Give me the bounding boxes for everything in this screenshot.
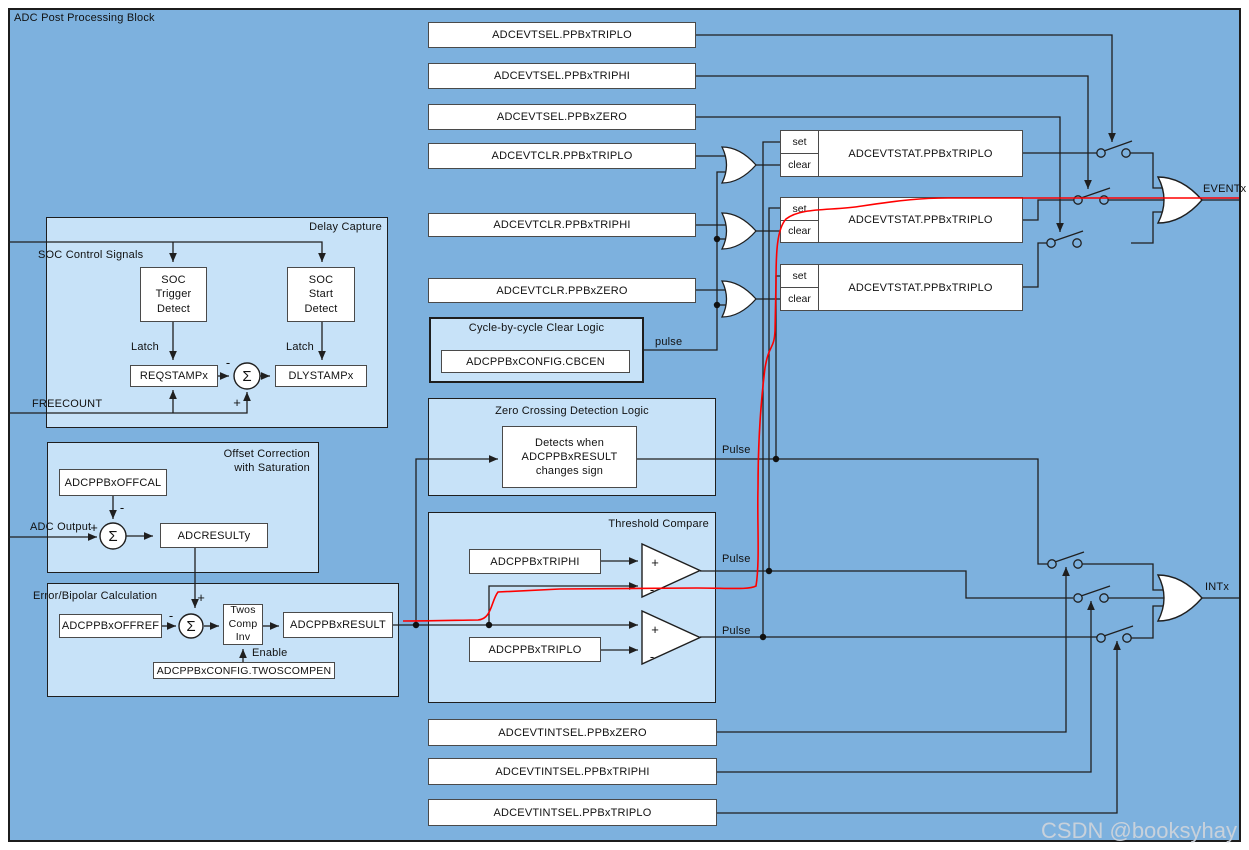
pulse-label: Pulse (722, 553, 751, 565)
latch-label: Latch (131, 341, 159, 353)
adcppbxresult-box: ADCPPBxRESULT (283, 612, 393, 638)
adcevtsel-triplo-box: ADCEVTSEL.PPBxTRIPLO (428, 22, 696, 48)
dlystampx-box: DLYSTAMPx (275, 365, 367, 387)
adcevtclr-triplo-box: ADCEVTCLR.PPBxTRIPLO (428, 143, 696, 169)
offset-correction-block (47, 442, 319, 573)
adc-output-label: ADC Output (30, 521, 92, 533)
adcevtstat-box-2: set clear ADCEVTSTAT.PPBxTRIPLO (780, 197, 1023, 243)
set-label: set (781, 198, 818, 221)
adcevtstat-label: ADCEVTSTAT.PPBxTRIPLO (848, 214, 993, 226)
adcppbxtriplo-box: ADCPPBxTRIPLO (469, 637, 601, 662)
zero-crossing-title: Zero Crossing Detection Logic (495, 405, 649, 417)
adcevtclr-triphi-box: ADCEVTCLR.PPBxTRIPHI (428, 213, 696, 237)
cbc-clear-logic-title: Cycle-by-cycle Clear Logic (468, 322, 605, 334)
set-label: set (781, 131, 818, 154)
adcevtstat-box-3: set clear ADCEVTSTAT.PPBxTRIPLO (780, 264, 1023, 311)
clear-label: clear (788, 159, 811, 171)
adcevtintsel-triphi-box: ADCEVTINTSEL.PPBxTRIPHI (428, 758, 717, 785)
latch-label: Latch (286, 341, 314, 353)
clear-label: clear (788, 293, 811, 305)
soc-trigger-detect-box: SOC Trigger Detect (140, 267, 207, 322)
adcevtintsel-triplo-box: ADCEVTINTSEL.PPBxTRIPLO (428, 799, 717, 826)
set-label: set (781, 265, 818, 288)
adcppbxconfig-cbcen-box: ADCPPBxCONFIG.CBCEN (441, 350, 630, 373)
enable-label: Enable (252, 647, 288, 659)
adcresulty-box: ADCRESULTy (160, 523, 268, 548)
reqstampx-box: REQSTAMPx (130, 365, 218, 387)
twoscompen-box: ADCPPBxCONFIG.TWOSCOMPEN (153, 662, 335, 679)
pulse-label: Pulse (722, 625, 751, 637)
soc-start-detect-box: SOC Start Detect (287, 267, 355, 322)
threshold-compare-title: Threshold Compare (608, 518, 709, 530)
adcevtintsel-zero-box: ADCEVTINTSEL.PPBxZERO (428, 719, 717, 746)
watermark: CSDN @booksyhay (1041, 818, 1237, 843)
offset-correction-title: Offset Correction with Saturation (223, 448, 310, 475)
clear-label: clear (788, 225, 811, 238)
adcppbxoffref-box: ADCPPBxOFFREF (59, 614, 162, 638)
adcevtclr-zero-box: ADCEVTCLR.PPBxZERO (428, 278, 696, 303)
threshold-compare-block (428, 512, 716, 703)
adcevtstat-label: ADCEVTSTAT.PPBxTRIPLO (848, 147, 993, 160)
freecount-label: FREECOUNT (32, 398, 103, 410)
adcevtsel-triphi-box: ADCEVTSEL.PPBxTRIPHI (428, 63, 696, 89)
soc-control-signals-label: SOC Control Signals (38, 249, 144, 261)
adcppbxtriphi-box: ADCPPBxTRIPHI (469, 549, 601, 574)
zero-crossing-desc-box: Detects when ADCPPBxRESULT changes sign (502, 426, 637, 488)
intx-label: INTx (1205, 581, 1230, 593)
pulse-label: Pulse (722, 444, 751, 456)
adcevtsel-zero-box: ADCEVTSEL.PPBxZERO (428, 104, 696, 130)
delay-capture-title: Delay Capture (309, 221, 382, 233)
error-bipolar-title: Error/Bipolar Calculation (33, 590, 158, 602)
frame-title: ADC Post Processing Block (14, 12, 155, 24)
adcevtstat-box-1: set clear ADCEVTSTAT.PPBxTRIPLO (780, 130, 1023, 177)
twos-comp-inv-box: Twos Comp Inv (223, 604, 263, 645)
adcppbxoffcal-box: ADCPPBxOFFCAL (59, 469, 167, 496)
adcevtstat-label: ADCEVTSTAT.PPBxTRIPLO (848, 281, 993, 294)
eventx-label: EVENTx (1203, 183, 1247, 195)
pulse-label: pulse (655, 336, 683, 348)
